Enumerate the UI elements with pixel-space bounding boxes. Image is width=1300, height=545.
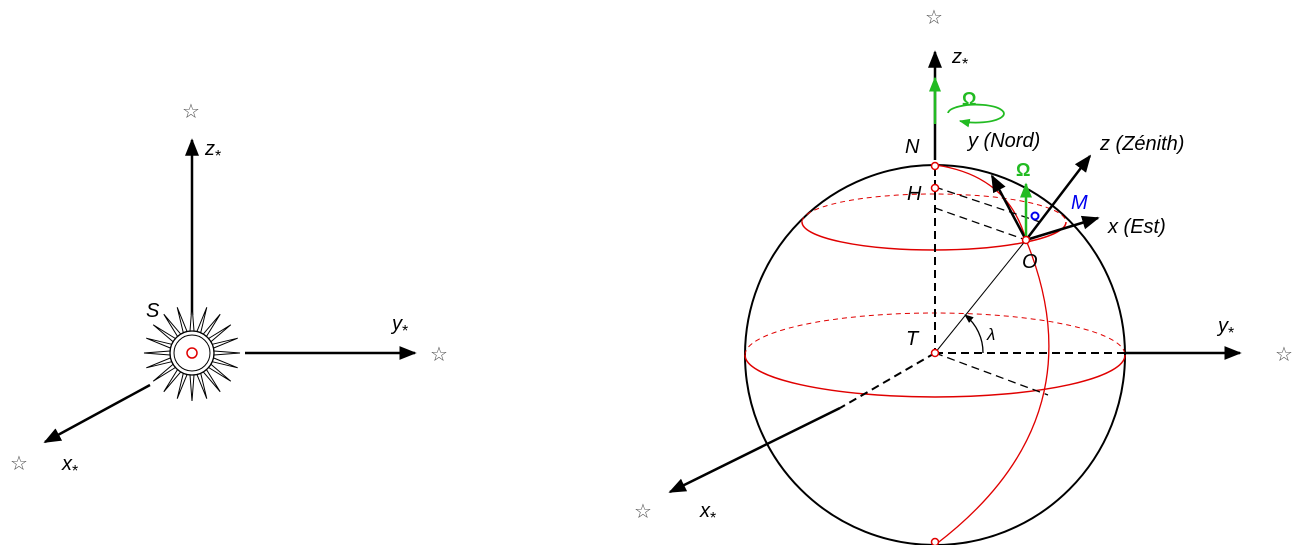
local-z-axis — [1025, 154, 1092, 241]
t-to-o-line — [934, 239, 1027, 354]
sun-ray — [152, 363, 176, 382]
sun-ray — [208, 363, 232, 382]
sun-ray — [176, 373, 188, 399]
label-lambda: λ — [986, 325, 995, 344]
sun-ray — [163, 369, 182, 393]
h-to-parallel-line — [934, 186, 1041, 223]
sun-ray — [146, 337, 172, 349]
equator-front — [744, 354, 1126, 398]
sun-rays — [143, 304, 241, 402]
sun-ray — [189, 374, 195, 402]
left-z-label: z* — [204, 138, 221, 165]
sun-ray — [212, 337, 238, 349]
star-icon-right-z: ☆ — [925, 5, 943, 29]
label-omega: Ω — [962, 89, 976, 109]
latitude-arc — [964, 314, 984, 354]
sun-ray — [143, 350, 171, 356]
sun-center-point — [186, 347, 198, 359]
right-x-axis — [668, 406, 841, 494]
star-icon-left-x: ☆ — [10, 451, 28, 475]
label-m: M — [1071, 192, 1088, 214]
sun-ray — [212, 357, 238, 369]
label-t: T — [906, 328, 920, 350]
right-figure: N H T O M λ x (Est) y (Nord) z (Zénith) … — [634, 5, 1293, 545]
sun-icon — [143, 304, 241, 402]
left-y-label: y* — [390, 313, 408, 340]
sun-ray — [146, 357, 172, 369]
label-local-x: x (Est) — [1107, 216, 1166, 238]
left-x-axis — [43, 383, 151, 444]
point-o — [1021, 235, 1031, 245]
meridian — [934, 164, 1050, 545]
right-z-label: z* — [951, 46, 968, 73]
sun-ray — [202, 369, 221, 393]
sun-ray — [202, 313, 221, 337]
left-figure: S z* y* x* ☆ ☆ ☆ — [10, 99, 448, 480]
label-local-omega: Ω — [1016, 160, 1030, 180]
h-to-o-line — [934, 207, 1027, 241]
right-x-label: x* — [699, 500, 716, 527]
left-x-label: x* — [61, 453, 78, 480]
sun-ray — [196, 373, 208, 399]
label-h: H — [907, 183, 922, 205]
t-to-equator-line — [934, 352, 1049, 396]
sun-ray — [213, 350, 241, 356]
right-x-axis-inner — [839, 352, 936, 409]
star-icon-right-y: ☆ — [1275, 342, 1293, 366]
sun-ray — [208, 324, 232, 343]
sun-label: S — [146, 300, 160, 322]
right-y-label: y* — [1216, 315, 1234, 342]
star-icon-right-x: ☆ — [634, 499, 652, 523]
point-h — [930, 183, 940, 193]
label-n: N — [905, 136, 920, 158]
local-x-axis — [1025, 215, 1100, 242]
local-y-axis — [990, 174, 1028, 241]
point-t — [930, 348, 940, 358]
sun-ray — [189, 304, 195, 332]
rotation-arrow-icon — [947, 103, 1005, 128]
label-local-y: y (Nord) — [966, 130, 1040, 152]
point-s — [930, 537, 940, 545]
star-icon-left-y: ☆ — [430, 342, 448, 366]
sun-ray — [196, 307, 208, 333]
sun-ray — [163, 313, 182, 337]
label-local-z: z (Zénith) — [1099, 133, 1184, 155]
sun-ray — [176, 307, 188, 333]
point-n — [930, 161, 940, 171]
mass-point-m — [1030, 211, 1040, 221]
sun-ray — [152, 324, 176, 343]
star-icon-left-z: ☆ — [182, 99, 200, 123]
label-o: O — [1022, 251, 1038, 273]
